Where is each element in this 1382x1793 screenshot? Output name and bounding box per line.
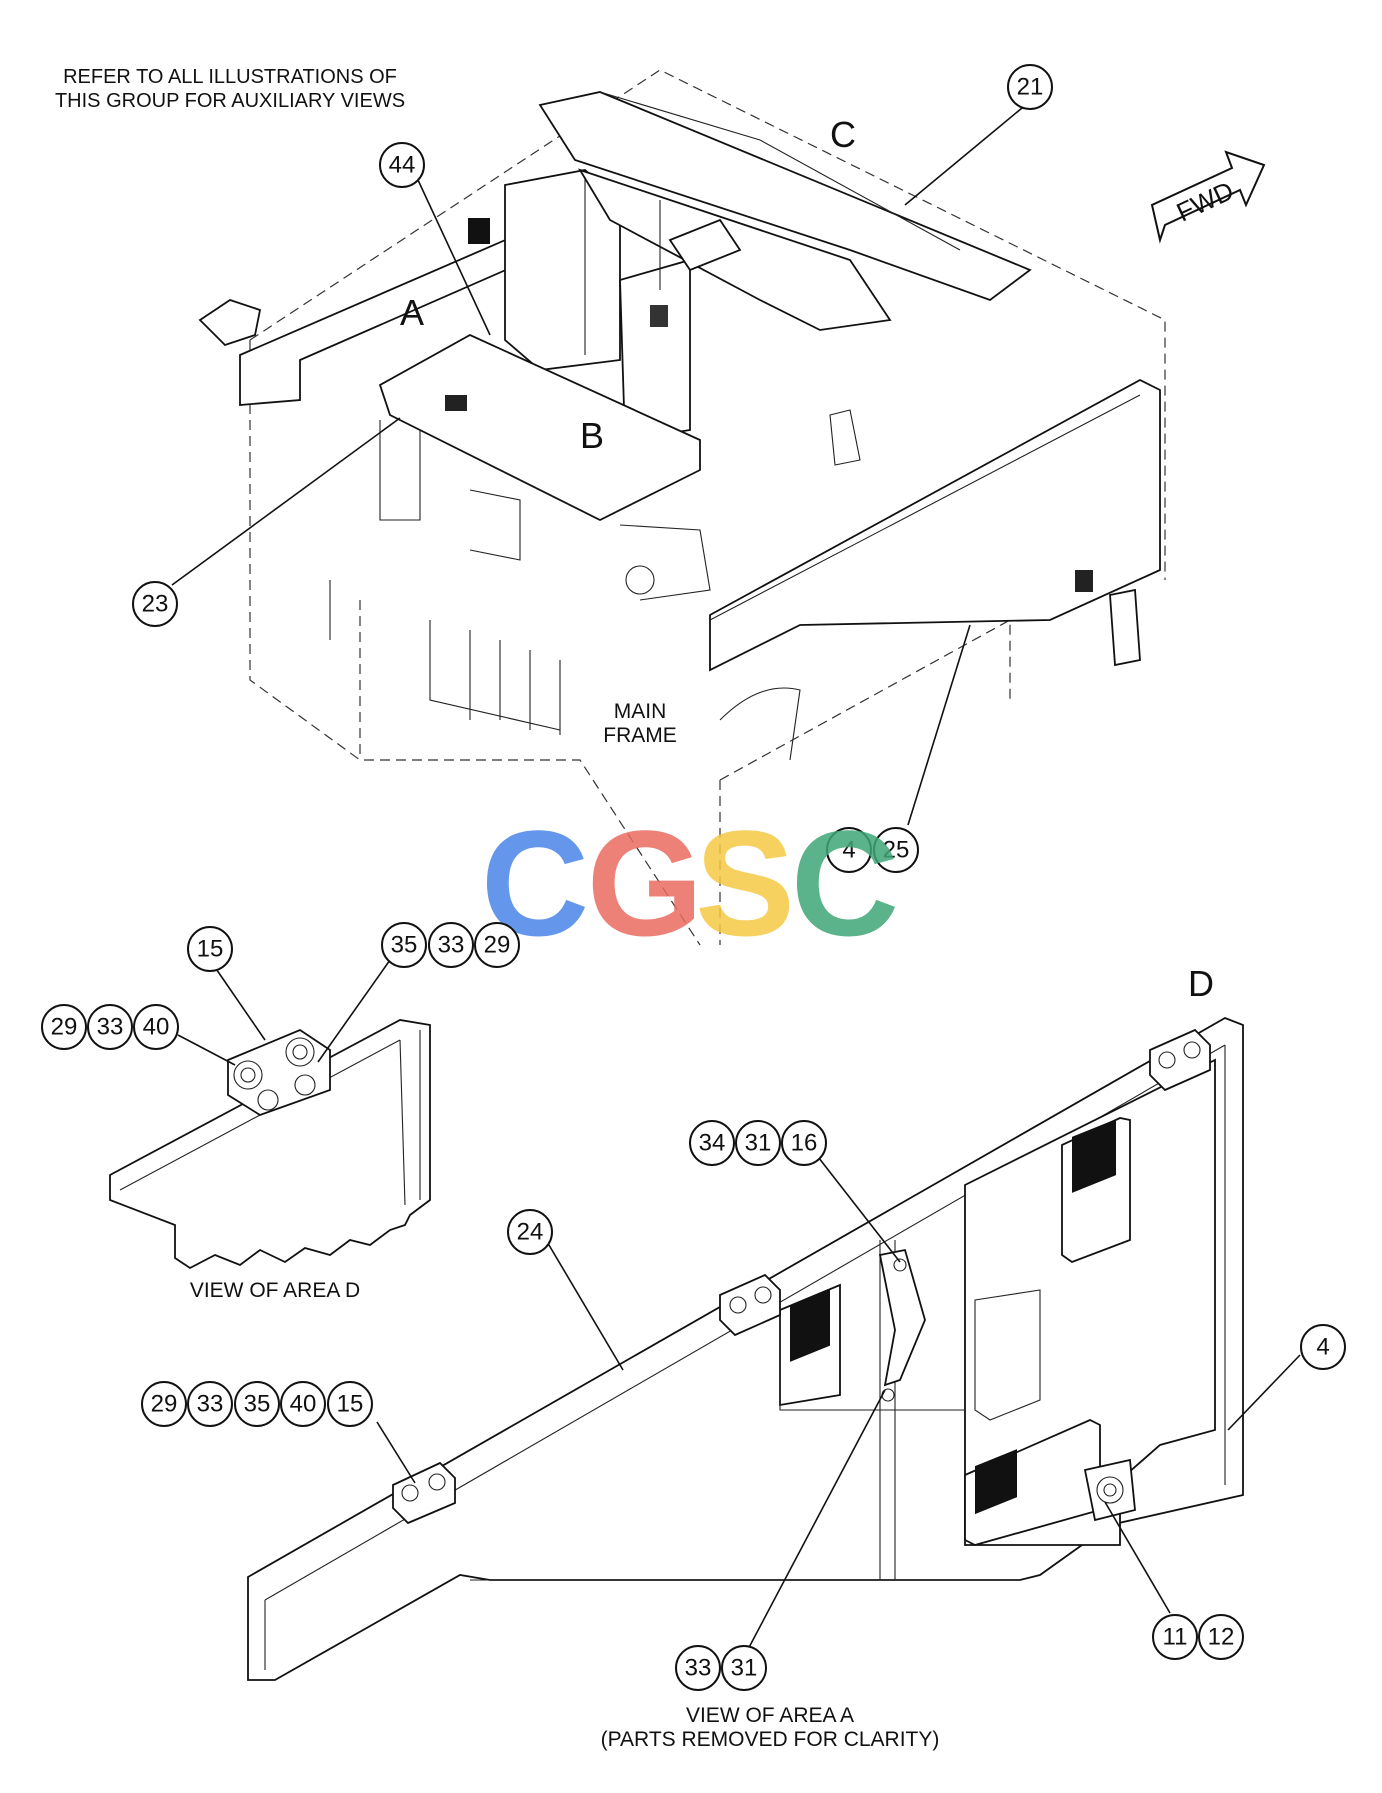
callout-23-text: 23	[142, 591, 169, 618]
area-a-detail-view: VIEW OF AREA A (PARTS REMOVED FOR CLARIT…	[247, 1017, 1301, 1751]
callout-35-a: 35	[234, 1381, 280, 1427]
callout-44: 44	[379, 142, 425, 188]
view-area-a-caption-line2: (PARTS REMOVED FOR CLARITY)	[601, 1728, 940, 1751]
callout-31-a-top: 31	[735, 1120, 781, 1166]
callout-34-a: 34	[689, 1120, 735, 1166]
callout-33-d-top: 33	[428, 922, 474, 968]
view-area-d-caption: VIEW OF AREA D	[190, 1279, 360, 1302]
callout-16-a-text: 16	[791, 1130, 818, 1157]
callout-31-a-top-text: 31	[745, 1130, 772, 1157]
hinge-left	[392, 1461, 456, 1525]
callout-11-a: 11	[1152, 1614, 1198, 1660]
callout-12-a: 12	[1198, 1614, 1244, 1660]
callout-29-a: 29	[141, 1381, 187, 1427]
callout-40-a-text: 40	[290, 1391, 317, 1418]
callout-21-text: 21	[1017, 74, 1044, 101]
watermark-logo: C G S C	[481, 799, 899, 967]
callout-29-d-left: 29	[41, 1004, 87, 1050]
callout-29-d-left-text: 29	[51, 1014, 78, 1041]
callout-15-a-text: 15	[337, 1391, 364, 1418]
area-label-c: C	[830, 114, 856, 155]
callout-15-a: 15	[327, 1381, 373, 1427]
callout-40-d: 40	[133, 1004, 179, 1050]
area-label-a: A	[400, 292, 424, 333]
main-frame-label-line2: FRAME	[603, 724, 677, 747]
callout-4-main-text: 4	[842, 837, 855, 864]
callout-24-a-text: 24	[517, 1219, 544, 1246]
callout-25: 25	[873, 827, 919, 873]
refer-note-line2: THIS GROUP FOR AUXILIARY VIEWS	[55, 90, 405, 112]
area-d-detail-view: VIEW OF AREA D D	[109, 959, 1214, 1302]
callout-4-main: 4	[826, 827, 872, 873]
main-frame-assembly: A B C MAIN FRAME	[171, 69, 1166, 946]
callout-25-text: 25	[883, 837, 910, 864]
watermark-letter-g: G	[587, 799, 704, 967]
refer-note-line1: REFER TO ALL ILLUSTRATIONS OF	[63, 66, 397, 88]
callout-12-a-text: 12	[1208, 1624, 1235, 1651]
callout-33-d-left-text: 33	[97, 1014, 124, 1041]
callout-29-d-top: 29	[474, 922, 520, 968]
hinge-right	[1149, 1028, 1211, 1092]
vent-grille-left	[468, 218, 490, 244]
area-label-b: B	[580, 415, 604, 456]
callout-29-a-text: 29	[151, 1391, 178, 1418]
callout-31-a-bottom-text: 31	[731, 1655, 758, 1682]
callout-33-d-top-text: 33	[438, 932, 465, 959]
callout-11-a-text: 11	[1163, 1624, 1188, 1651]
watermark-letter-s: S	[695, 799, 795, 967]
area-label-d: D	[1188, 963, 1214, 1004]
callout-35-a-text: 35	[244, 1391, 271, 1418]
forward-arrow-icon: FWD	[1150, 150, 1266, 244]
callout-33-a-bottom: 33	[675, 1645, 721, 1691]
callout-15-d-text: 15	[197, 936, 224, 963]
callout-40-a: 40	[280, 1381, 326, 1427]
callout-40-d-text: 40	[143, 1014, 170, 1041]
callout-44-text: 44	[389, 152, 416, 179]
callout-16-a: 16	[781, 1120, 827, 1166]
callout-33-d-left: 33	[87, 1004, 133, 1050]
callout-21: 21	[1007, 64, 1053, 110]
view-area-a-caption-line1: VIEW OF AREA A	[686, 1704, 854, 1727]
watermark-letter-c2: C	[791, 799, 899, 967]
main-frame-label-line1: MAIN	[614, 700, 667, 723]
callout-33-a-bottom-text: 33	[685, 1655, 712, 1682]
callout-24-a: 24	[507, 1209, 553, 1255]
callout-15-d: 15	[187, 926, 233, 972]
callout-33-a-left-text: 33	[197, 1391, 224, 1418]
callout-4-a-text: 4	[1316, 1334, 1329, 1361]
callout-23: 23	[132, 581, 178, 627]
callout-34-a-text: 34	[699, 1130, 726, 1157]
callout-33-a-left: 33	[187, 1381, 233, 1427]
callout-31-a-bottom: 31	[721, 1645, 767, 1691]
callout-29-d-top-text: 29	[484, 932, 511, 959]
vent-grille-top-right	[1072, 1119, 1116, 1193]
callout-35-d-text: 35	[391, 932, 418, 959]
callout-4-a: 4	[1300, 1324, 1346, 1370]
callout-35-d: 35	[381, 922, 427, 968]
vent-grille-bottom	[975, 1449, 1017, 1515]
vent-grille-center	[790, 1289, 830, 1362]
hinge-mid	[719, 1273, 781, 1337]
